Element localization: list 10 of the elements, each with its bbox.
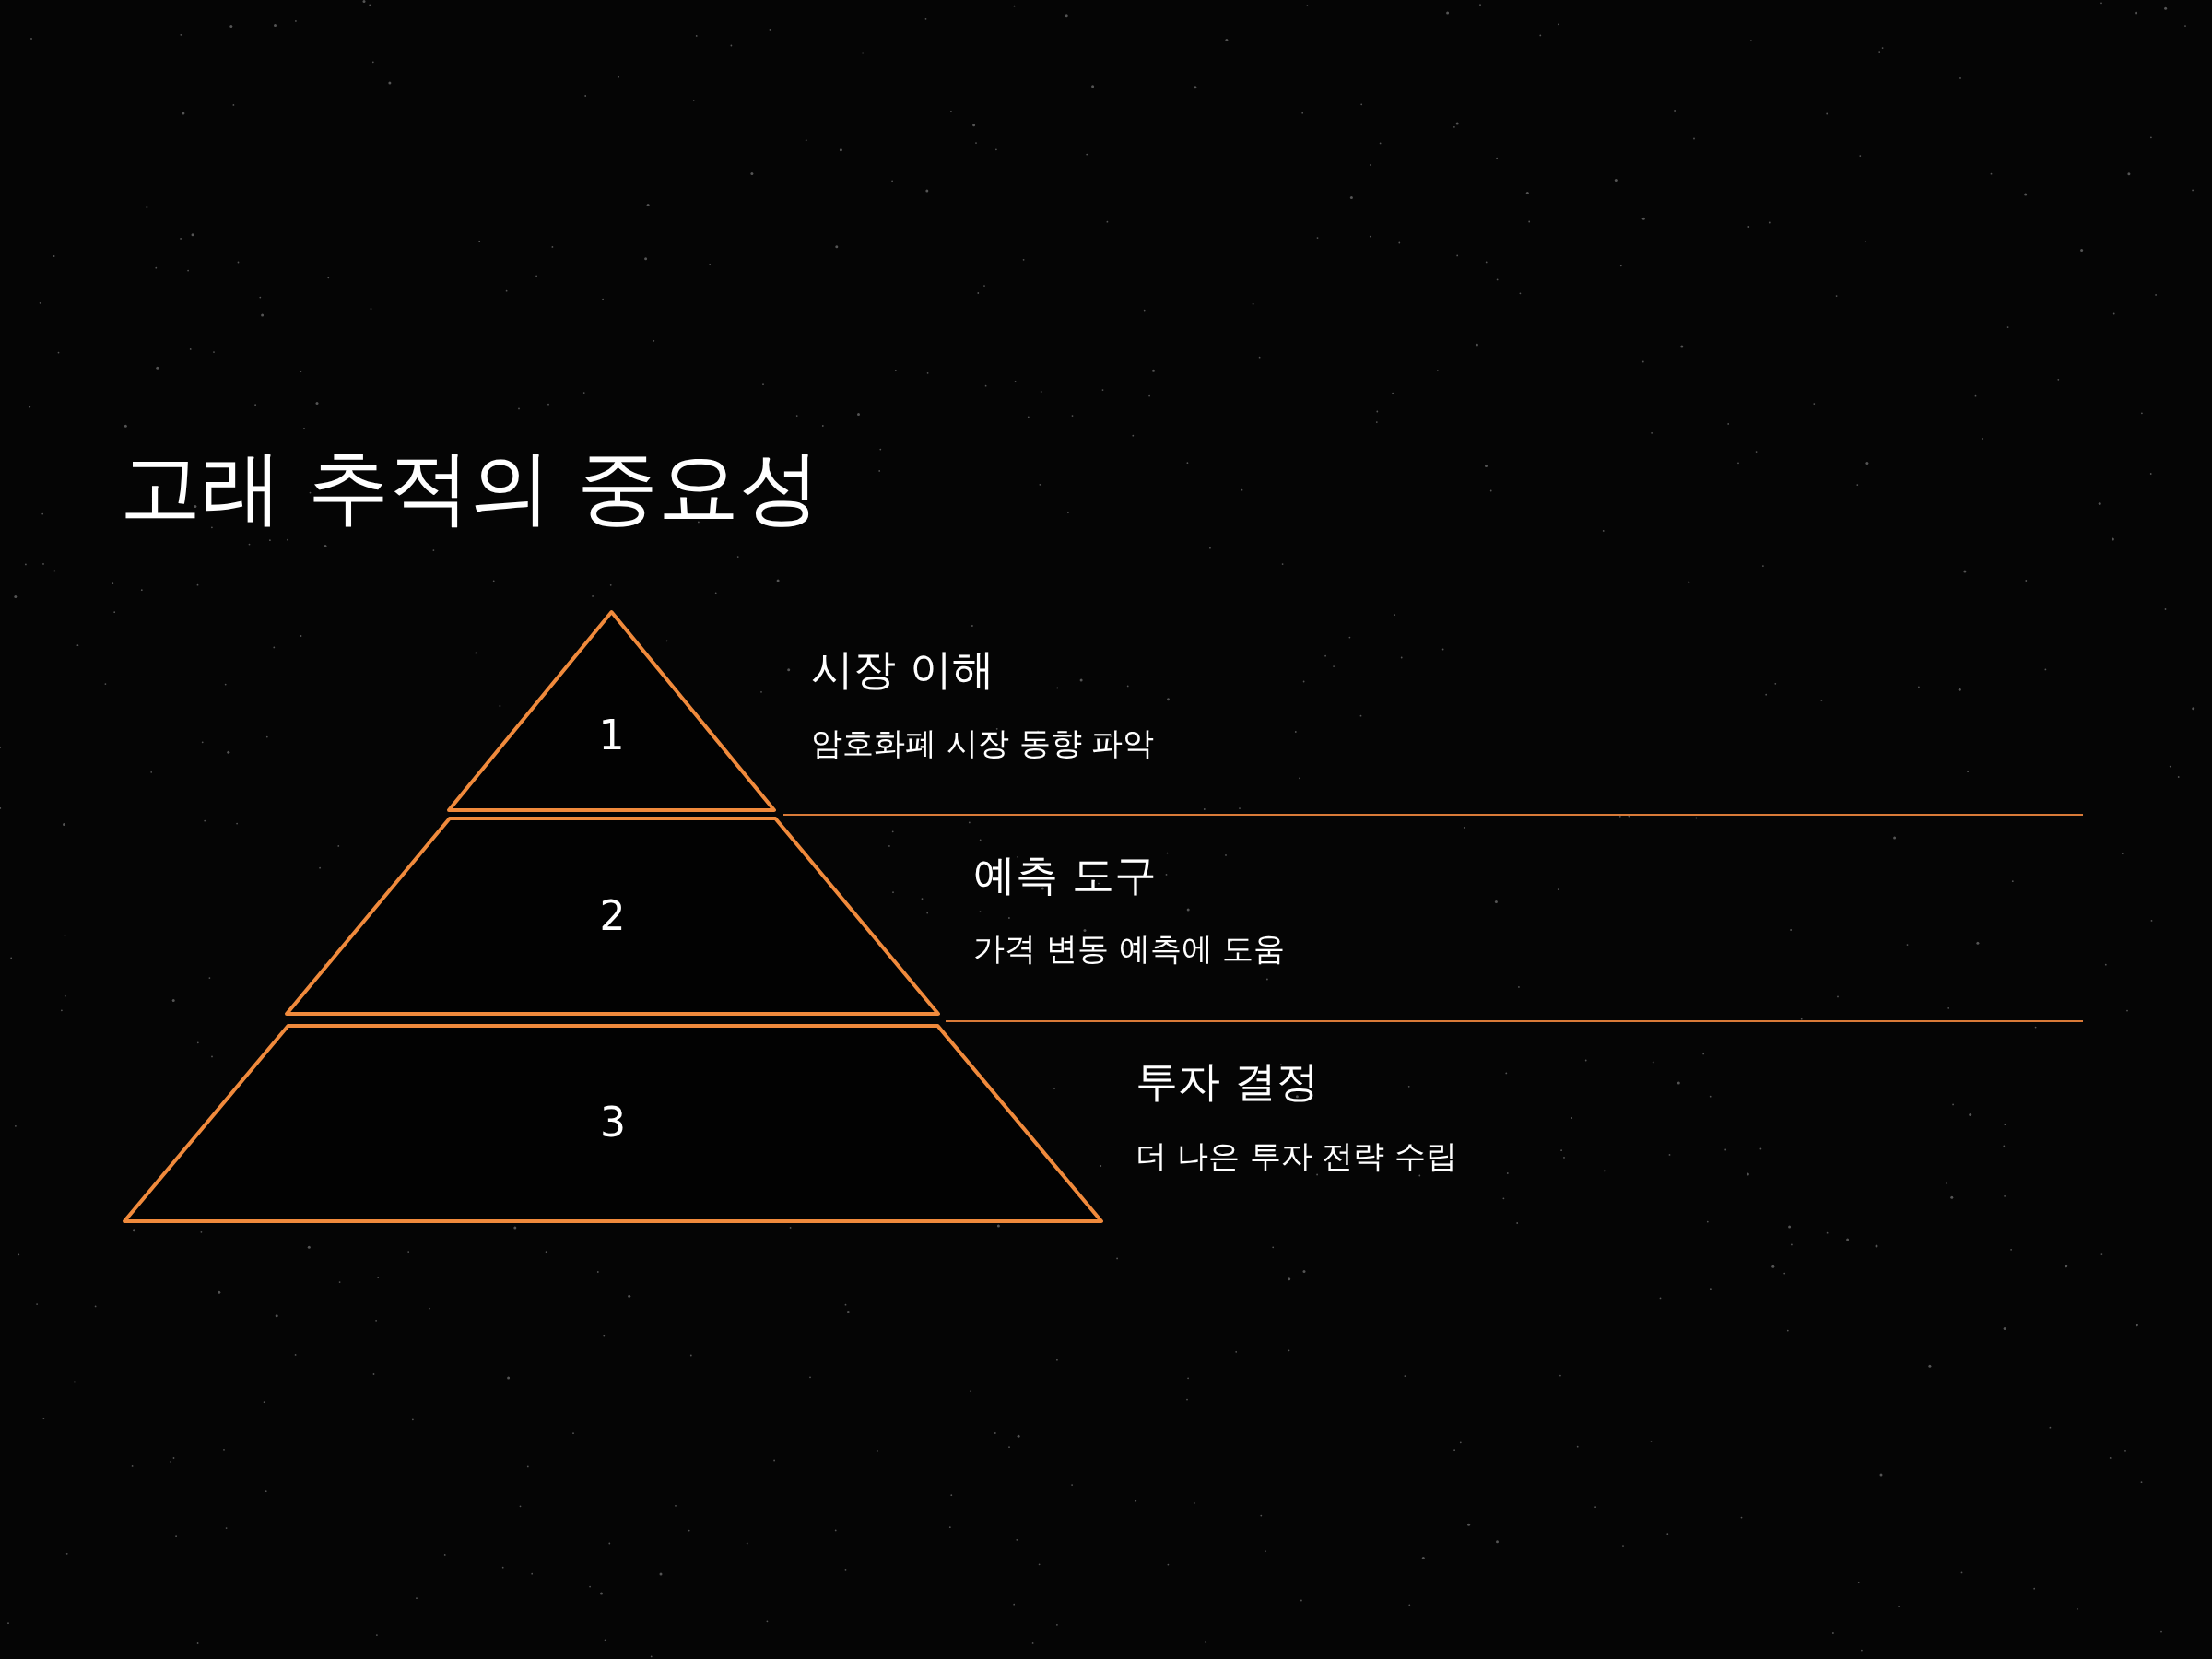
tier-description: 암호화폐 시장 동향 파악 xyxy=(811,724,1155,763)
tier-description: 더 나은 투자 전략 수립 xyxy=(1135,1136,1458,1176)
tier-description: 가격 변동 예측에 도움 xyxy=(973,929,1286,969)
tier-heading: 시장 이해 xyxy=(811,643,994,696)
tier-number: 2 xyxy=(598,891,627,939)
tier-heading: 예측 도구 xyxy=(973,849,1157,901)
tier-number: 1 xyxy=(597,711,626,759)
title: 고래 추적의 중요성 xyxy=(120,439,820,536)
tier-number: 3 xyxy=(599,1098,627,1146)
tier-heading: 투자 결정 xyxy=(1135,1055,1319,1108)
